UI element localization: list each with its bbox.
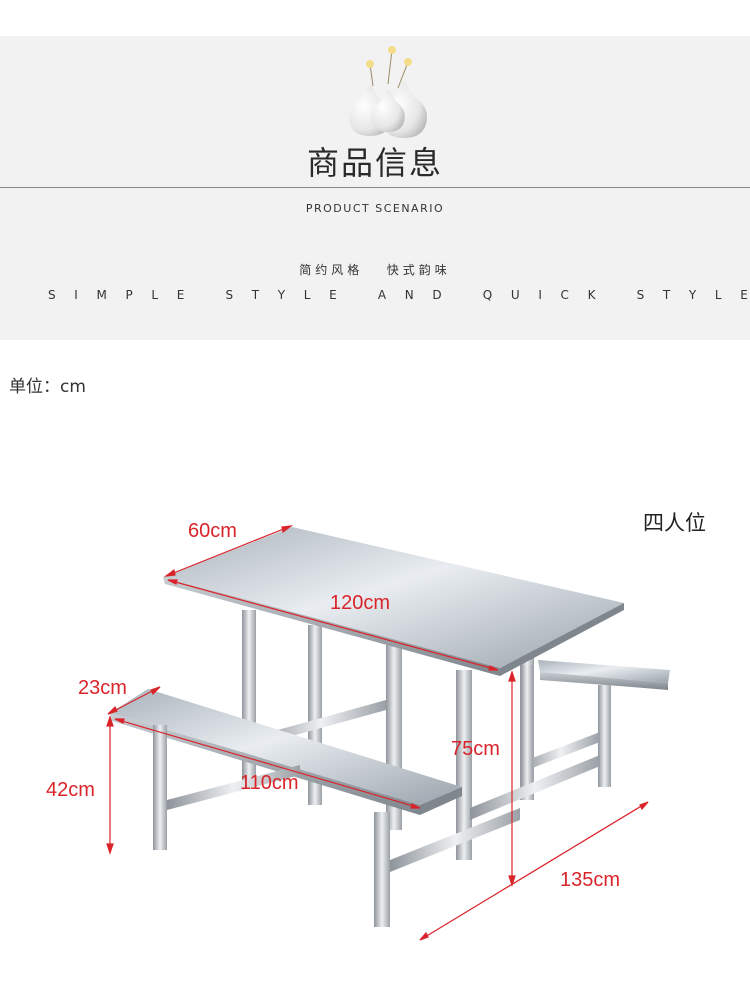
slogan-letter: S <box>48 288 56 302</box>
slogan-letter <box>203 287 207 303</box>
slogan-letter: S <box>225 288 234 302</box>
slogan-letter: N <box>404 288 414 302</box>
slogan-letter: L <box>714 288 722 302</box>
slogan-letter: Y <box>277 288 286 302</box>
page-title: 商品信息 <box>306 144 443 182</box>
seat-label: 四人位 <box>643 511 706 535</box>
slogan-cn: 简约风格 快式韵味 <box>299 263 451 277</box>
slogan-letter <box>355 287 359 303</box>
slogan-letter: K <box>587 288 596 302</box>
product-diagram: 60cm 120cm 23cm 75cm 42cm 110cm 135cm <box>0 500 750 970</box>
slogan-letter: I <box>74 288 78 302</box>
dimension-bench-height: 42cm <box>46 779 95 801</box>
slogan-letter: S <box>636 288 645 302</box>
header-divider <box>0 187 750 188</box>
vase-icon <box>348 46 427 138</box>
slogan-letter: C <box>560 288 569 302</box>
slogan-letter: Q <box>482 288 493 302</box>
slogan-letter: Y <box>688 288 697 302</box>
slogan-letter: P <box>125 288 133 302</box>
slogan-letter: L <box>151 288 159 302</box>
slogan-letter: U <box>510 288 520 302</box>
slogan-letter: T <box>662 288 671 302</box>
slogan-letter: E <box>740 288 748 302</box>
table-illustration <box>106 525 670 941</box>
slogan-letter <box>460 287 464 303</box>
slogan-letter: T <box>251 288 260 302</box>
slogan-letter: E <box>329 288 337 302</box>
slogan-letter: A <box>377 288 387 302</box>
slogan-letter: D <box>432 288 442 302</box>
dimension-overall-length: 135cm <box>560 869 621 891</box>
slogan-letter: L <box>303 288 311 302</box>
slogan-letter <box>614 287 618 303</box>
slogan-letter: E <box>176 288 185 302</box>
dimension-bench-length: 110cm <box>240 772 299 794</box>
dimension-table-height: 75cm <box>451 738 500 760</box>
slogan-letter: M <box>96 288 107 302</box>
slogan-letter: I <box>538 288 542 302</box>
unit-label: 单位：cm <box>9 377 86 397</box>
dimension-table-length: 120cm <box>330 592 391 614</box>
dimension-bench-depth: 23cm <box>78 677 127 699</box>
page-subtitle: PRODUCT SCENARIO <box>305 202 445 215</box>
header-banner <box>0 36 750 340</box>
dimension-table-depth: 60cm <box>188 520 237 542</box>
